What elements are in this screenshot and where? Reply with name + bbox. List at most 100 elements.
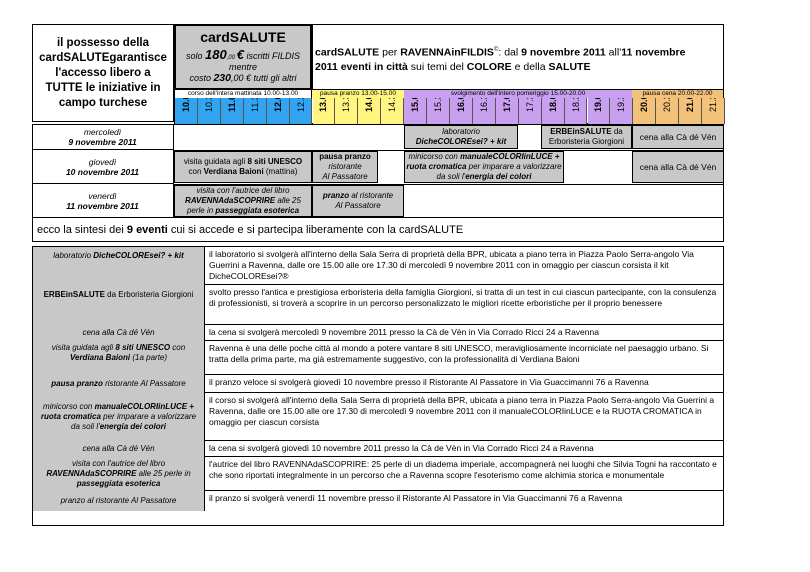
time-slot: 11.00 [220,98,244,124]
time-slot-label: 13.00 [318,98,329,112]
event-description: svolto presso l'antica e prestigiosa erb… [209,287,717,308]
time-slot-label: 20.30 [662,98,673,112]
time-slot-label: 18.30 [570,98,581,112]
intro-line-2: cardSALUTEgarantisce [39,51,167,64]
time-slot-row: 10.00 10.30 11.00 11.30 12.00 12.30 13.00 13.30… [174,98,725,124]
event-label: pranzo al ristorante Al Passatore [33,491,205,511]
time-slot-label: 15.30 [433,98,444,112]
band-dinner: pausa cena 20.00-22.00 [632,90,724,98]
intro-line-4: TUTTE le iniziative in [45,81,161,94]
time-slot-label: 21.30 [708,98,719,112]
time-slot: 12.30 [289,98,313,124]
band-morning: corso dell'intera mattinata 10.00-13.00 [174,90,312,98]
time-slot: 16.30 [472,98,496,124]
time-slot: 14.00 [358,98,382,124]
time-slot: 18.00 [541,98,565,124]
event-description: la cena si svolgerà giovedì 10 novembre … [209,443,594,453]
event-block-autrice: visita con l'autrice del libro RAVENNAda… [174,185,312,217]
event-description: il pranzo veloce si svolgerà giovedì 10 … [209,377,649,387]
event-row: visita guidata agli 8 siti UNESCO con Ve… [33,341,723,375]
time-slot-label: 10.00 [180,98,191,112]
headline-line-2: 2011 eventi in città sui temi del COLORE… [315,60,591,73]
time-slot-label: 12.30 [295,98,306,112]
time-slot-label: 16.00 [455,98,466,112]
intro-line-3: l'accesso libero a [55,66,151,79]
time-slot: 16.00 [450,98,473,124]
event-description: l'autrice del libro RAVENNAdaSCOPRIRE: 2… [209,459,717,480]
time-slot-label: 14.00 [364,98,375,112]
time-slot: 11.30 [243,98,267,124]
card-mentre: mentre [228,62,257,72]
time-slot: 13.00 [312,98,336,124]
time-slot: 10.30 [197,98,221,124]
card-price: solo 180,00 € iscritti FILDIS [186,47,300,62]
event-row: cena alla Cà dé Vén la cena si svolgerà m… [33,325,723,341]
time-slot: 19.00 [587,98,611,124]
time-slot-label: 17.30 [524,98,535,112]
event-description: la cena si svolgerà mercoledì 9 novembre… [209,327,599,337]
event-row: minicorso con manualeCOLORIinLUCE + ruot… [33,393,723,441]
time-slot-label: 18.00 [547,98,558,112]
time-slot-label: 11.30 [249,98,260,112]
time-slot: 15.00 [404,98,428,124]
time-slot: 14.30 [381,98,405,124]
time-slot-label: 10.30 [203,98,214,112]
event-description: il pranzo si svolgerà venerdì 11 novembr… [209,493,623,503]
time-slot-label: 11.00 [226,98,237,112]
card-box: cardSALUTE solo 180,00 € iscritti FILDIS… [174,24,312,90]
time-slot: 21.00 [679,98,703,124]
headline-box: cardSALUTE per RAVENNAinFILDIS©: dal 9 n… [312,24,724,90]
row-separator [174,150,724,151]
time-slot-label: 14.30 [387,98,398,112]
intro-line-1: il possesso della [56,36,150,49]
time-slot: 17.30 [518,98,542,124]
event-description: Ravenna è una delle poche città al mondo… [209,343,709,364]
time-slot: 20.30 [656,98,680,124]
row-separator [174,184,724,185]
event-description: il corso si svolgerà all'interno della S… [209,395,715,427]
card-cost: costo 230,00 € tutti gli altri [189,72,297,84]
time-slot-label: 16.30 [478,98,489,112]
time-slot-label: 12.00 [272,98,283,112]
time-slot: 12.00 [266,98,290,124]
time-slot: 20.00 [633,98,657,124]
card-title: cardSALUTE [200,29,286,45]
time-slot-label: 21.00 [685,98,696,112]
time-slot-label: 20.00 [639,98,650,112]
intro-line-5: campo turchese [58,96,148,109]
time-slot-label: 19.00 [593,98,604,112]
event-block-cena-1: cena alla Cà dé Vén [632,125,724,149]
headline-line-1: cardSALUTE per RAVENNAinFILDIS©: dal 9 n… [315,46,686,59]
time-slot: 19.30 [610,98,634,124]
event-row: visita con l'autrice del libro RAVENNAda… [33,457,723,491]
time-slot-label: 17.00 [501,98,512,112]
time-slot: 18.30 [564,98,588,124]
event-description: il laboratorio si svolgerà all'interno d… [209,249,694,281]
time-slot: 17.00 [495,98,519,124]
event-block-minicorso: minicorso con manualeCOLORIinLUCE + ruot… [404,151,564,183]
time-slot-label: 15.00 [410,98,421,112]
time-slot-label: 19.30 [616,98,627,112]
event-label: visita con l'autrice del libro RAVENNAda… [33,457,205,491]
summary-heading: ecco la sintesi dei 9 eventi cui si acce… [32,218,724,242]
event-row: pranzo al ristorante Al Passatore il pran… [33,491,723,511]
time-slot: 13.30 [335,98,359,124]
time-slot: 21.30 [702,98,725,124]
intro-box: il possesso della cardSALUTEgarantisce l… [32,24,174,122]
time-slot-label: 13.30 [341,98,352,112]
band-lunch: pausa pranzo 13.00-15.00 [312,90,404,98]
time-slot: 10.00 [175,98,198,124]
event-label: minicorso con manualeCOLORIinLUCE + ruot… [33,393,205,441]
event-label: visita guidata agli 8 siti UNESCO con Ve… [33,341,205,375]
event-label: cena alla Cà dé Vén [33,325,205,341]
